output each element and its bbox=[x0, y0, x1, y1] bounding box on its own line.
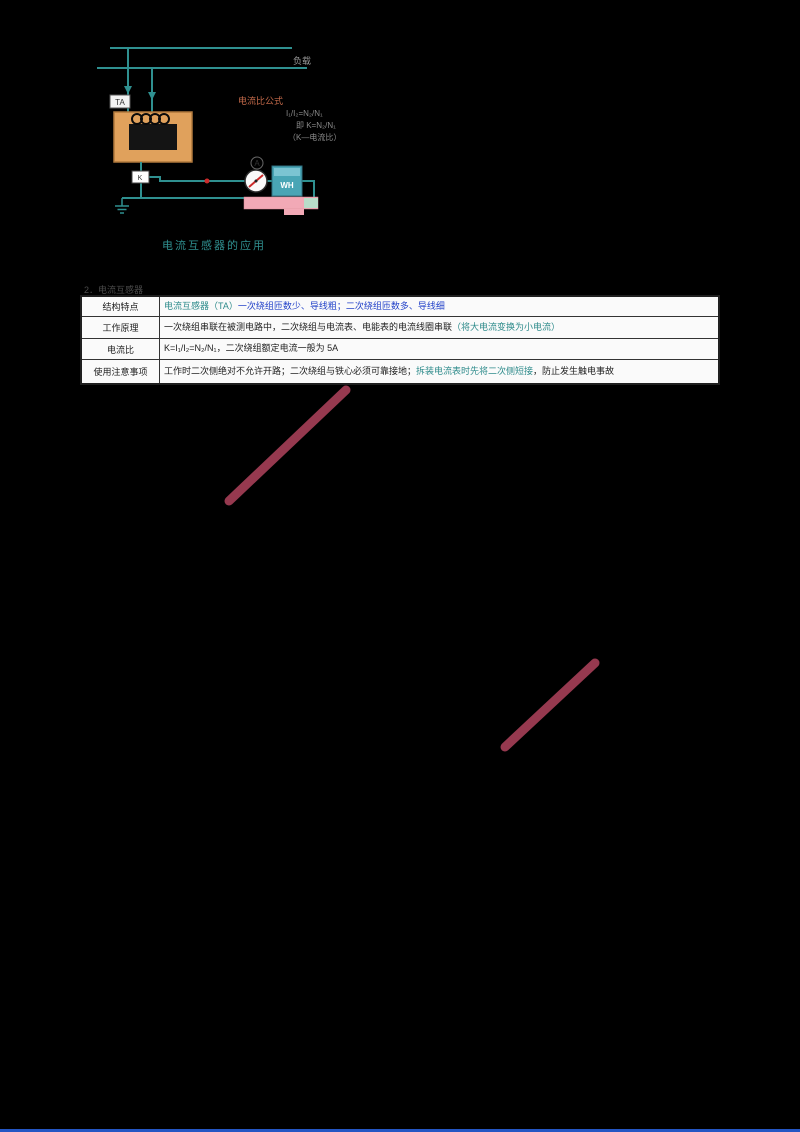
terminal-block bbox=[304, 198, 318, 208]
row-content-cell: 电流互感器（TA） 一次绕组匝数少、导线粗；二次绕组匝数多、导线细 bbox=[160, 297, 718, 316]
transformer-core bbox=[113, 111, 193, 163]
watthour-meter-icon: WH bbox=[271, 165, 303, 197]
text-segment: 一次绕组匝数少、导线粗；二次绕组匝数多、导线细 bbox=[237, 300, 445, 311]
formula-line: （K—电流比） bbox=[288, 132, 341, 142]
terminal-strip-tab bbox=[284, 209, 304, 215]
coil-icon bbox=[131, 113, 170, 125]
formula-title: 电流比公式 bbox=[238, 95, 283, 106]
summary-table: 结构特点 电流互感器（TA） 一次绕组匝数少、导线粗；二次绕组匝数多、导线细 工… bbox=[80, 295, 720, 385]
load-label: 负载 bbox=[293, 55, 311, 66]
device-tag-label: TA bbox=[115, 98, 125, 107]
row-label-cell: 工作原理 bbox=[82, 317, 160, 338]
row-label-cell: 结构特点 bbox=[82, 297, 160, 316]
formula-line: I₁/I₂=N₂/N₁ bbox=[286, 109, 323, 118]
ground-icon bbox=[115, 198, 129, 214]
table-row: 工作原理 一次绕组串联在被测电路中，二次绕组与电流表、电能表的电流线圈串联 （将… bbox=[82, 317, 718, 339]
circuit-diagram: 负载 TA K bbox=[97, 47, 341, 215]
table-row: 结构特点 电流互感器（TA） 一次绕组匝数少、导线粗；二次绕组匝数多、导线细 bbox=[82, 297, 718, 317]
ammeter-label: A bbox=[254, 159, 260, 168]
annotation-stroke-2 bbox=[500, 658, 600, 752]
text-segment: ，防止发生触电事故 bbox=[533, 365, 615, 376]
text-segment: 拆装电流表时先将二次侧短接 bbox=[416, 365, 534, 376]
arrow-down-icon bbox=[124, 86, 132, 94]
text-segment: 一次绕组串联在被测电路中，二次绕组与电流表、电能表的电流线圈串联 bbox=[164, 321, 453, 332]
table-row: 电流比 K=I₁/I₂=N₂/N₁，二次绕组额定电流一般为 5A bbox=[82, 339, 718, 360]
annotation-stroke-1 bbox=[224, 385, 351, 506]
primary-wires bbox=[97, 47, 307, 112]
watthour-meter-label: WH bbox=[280, 181, 294, 190]
diagram-caption: 电流互感器的应用 bbox=[162, 240, 266, 252]
terminal-box: K bbox=[131, 170, 150, 184]
row-content-cell: K=I₁/I₂=N₂/N₁，二次绕组额定电流一般为 5A bbox=[160, 339, 718, 359]
bottom-edge-line bbox=[0, 1129, 800, 1132]
terminal-box-label: K bbox=[138, 175, 143, 182]
text-segment: K=I₁/I₂=N₂/N₁，二次绕组额定电流一般为 5A bbox=[164, 343, 339, 354]
device-tag: TA bbox=[109, 94, 131, 109]
text-segment: 电流互感器（TA） bbox=[164, 300, 238, 311]
ammeter-icon: A bbox=[244, 156, 268, 193]
row-content-cell: 工作时二次侧绝对不允许开路；二次绕组与铁心必须可靠接地； 拆装电流表时先将二次侧… bbox=[160, 360, 718, 383]
row-label-cell: 使用注意事项 bbox=[82, 360, 160, 383]
table-row: 使用注意事项 工作时二次侧绝对不允许开路；二次绕组与铁心必须可靠接地； 拆装电流… bbox=[82, 360, 718, 383]
formula-line: 即 K=N₂/N₁ bbox=[296, 121, 336, 130]
arrow-down-icon bbox=[148, 92, 156, 100]
row-label-cell: 电流比 bbox=[82, 339, 160, 359]
junction-dot bbox=[204, 178, 210, 184]
text-segment: 工作时二次侧绝对不允许开路；二次绕组与铁心必须可靠接地； bbox=[164, 365, 417, 376]
row-content-cell: 一次绕组串联在被测电路中，二次绕组与电流表、电能表的电流线圈串联 （将大电流变换… bbox=[160, 317, 718, 338]
text-segment: （将大电流变换为小电流） bbox=[452, 321, 561, 332]
section-heading: 2．电流互感器 bbox=[84, 285, 144, 295]
